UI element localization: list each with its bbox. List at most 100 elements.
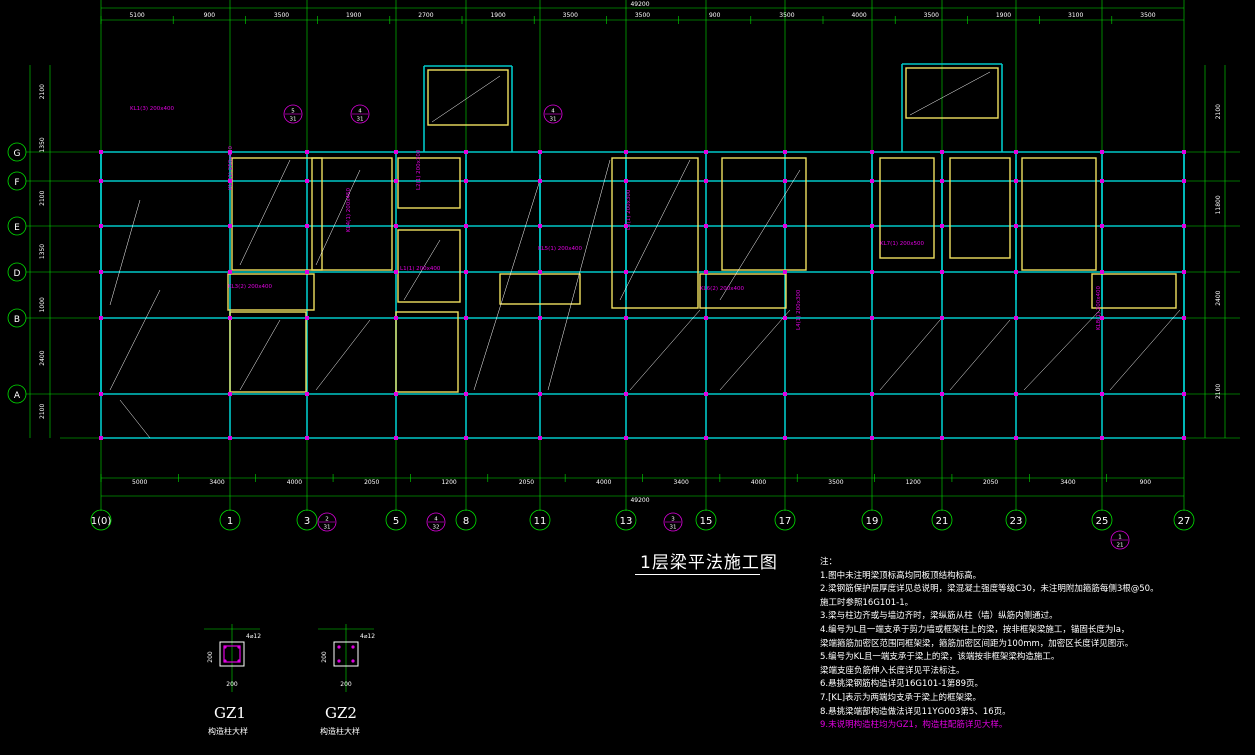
dim-text: 2100 — [1215, 104, 1222, 119]
axis-bubble — [774, 509, 796, 531]
column-dot — [305, 270, 309, 274]
column-dot — [940, 179, 944, 183]
column-dot — [228, 392, 232, 396]
column-dot — [783, 150, 787, 154]
column-dot — [228, 436, 232, 440]
column-dot — [228, 316, 232, 320]
axis-label: B — [14, 315, 20, 325]
column-dot — [538, 179, 542, 183]
column-dot — [624, 436, 628, 440]
beam-label: L3(1) 200x300 — [626, 189, 632, 230]
column-dot — [870, 436, 874, 440]
column-dot — [624, 224, 628, 228]
detail-gz1-label: GZ1 — [214, 704, 246, 722]
note-line: 梁端箍筋加密区范围同框架梁，箍筋加密区间距为100mm，加密区长度详见图示。 — [820, 638, 1134, 649]
detail-rebar — [223, 659, 227, 663]
wall-outline — [611, 157, 699, 309]
wall-outline — [397, 229, 461, 303]
wall-outline — [879, 157, 935, 259]
detail-rebar-label: 4⌀12 — [360, 633, 375, 640]
column-dot — [394, 150, 398, 154]
wall-outline — [227, 273, 315, 311]
column-dot — [394, 436, 398, 440]
slab-line — [473, 179, 541, 391]
column-dot — [1100, 150, 1104, 154]
slab-line — [119, 399, 151, 439]
dim-text: 1200 — [441, 479, 456, 486]
axis-bubble — [615, 509, 637, 531]
dim-text: 3400 — [1060, 479, 1075, 486]
section-den: 31 — [670, 525, 677, 531]
slab-line — [619, 159, 691, 301]
detail-gz1-sub: 构造柱大样 — [208, 727, 248, 736]
dim-text: 5100 — [129, 12, 144, 19]
note-line: 4.编号为L且一端支承于剪力墙或框架柱上的梁，按非框架梁施工，锚固长度为la， — [820, 624, 1130, 635]
dim-text: 2100 — [39, 190, 46, 205]
column-dot — [99, 316, 103, 320]
axis-bubble — [7, 171, 27, 191]
column-dot — [1100, 270, 1104, 274]
dim-text: 2050 — [519, 479, 534, 486]
dim-text: 4000 — [287, 479, 302, 486]
column-dot — [1014, 224, 1018, 228]
column-dot — [305, 224, 309, 228]
slab-line — [239, 319, 281, 391]
column-dot — [704, 392, 708, 396]
note-line: 5.编号为KL且一端支承于梁上的梁，该端按非框架梁构造施工。 — [820, 652, 1060, 663]
notes-list: 1.图中未注明梁顶标高均同板顶结构标高。2.梁钢筋保护层厚度详见总说明，梁混凝土… — [820, 570, 1250, 733]
column-dot — [870, 150, 874, 154]
axis-bubble — [7, 262, 27, 282]
detail-rebar — [237, 659, 241, 663]
axis-bubble — [861, 509, 883, 531]
dim-text: 900 — [709, 12, 721, 19]
column-dot — [1182, 150, 1186, 154]
dim-text: 2100 — [1215, 384, 1222, 399]
column-dot — [1014, 150, 1018, 154]
column-dot — [1014, 392, 1018, 396]
axis-bubble — [1091, 509, 1113, 531]
dim-text: 4000 — [851, 12, 866, 19]
column-dot — [464, 436, 468, 440]
axis-label: 15 — [700, 516, 713, 527]
dim-text: 3500 — [274, 12, 289, 19]
axis-bubble — [90, 509, 112, 531]
column-dot — [99, 270, 103, 274]
column-dot — [394, 316, 398, 320]
beam-label: L4(1) 200x300 — [796, 289, 802, 330]
section-num: 4 — [551, 109, 555, 115]
column-dot — [870, 179, 874, 183]
detail-rebar — [337, 659, 341, 663]
beam-label: KL5(1) 200x400 — [538, 246, 582, 252]
dim-text: 3400 — [674, 479, 689, 486]
column-dot — [305, 436, 309, 440]
axis-label: E — [14, 223, 20, 233]
column-dot — [1014, 316, 1018, 320]
column-dot — [538, 150, 542, 154]
beam-label: KL7(1) 200x500 — [880, 241, 924, 247]
column-dot — [99, 436, 103, 440]
column-dot — [783, 436, 787, 440]
dim-text: 3500 — [563, 12, 578, 19]
section-num: 1 — [1118, 535, 1122, 541]
column-dot — [1182, 316, 1186, 320]
column-dot — [704, 150, 708, 154]
section-num: 3 — [671, 517, 675, 523]
dim-text: 3100 — [1068, 12, 1083, 19]
axis-label: F — [14, 178, 19, 188]
dim-text: 900 — [204, 12, 216, 19]
column-dot — [1014, 179, 1018, 183]
axis-label: 8 — [463, 516, 469, 527]
notes-block: 注： 1.图中未注明梁顶标高均同板顶结构标高。2.梁钢筋保护层厚度详见总说明，梁… — [820, 556, 1250, 733]
column-dot — [394, 224, 398, 228]
detail-rebar-label: 4⌀12 — [246, 633, 261, 640]
column-dot — [870, 270, 874, 274]
wall-outline — [905, 67, 999, 119]
detail-dim-h: 200 — [321, 651, 328, 663]
column-dot — [99, 224, 103, 228]
column-dot — [228, 270, 232, 274]
detail-dim-w: 200 — [340, 681, 352, 688]
wall-outline — [397, 157, 461, 209]
axis-grid — [26, 0, 1240, 511]
dim-text: 1200 — [906, 479, 921, 486]
